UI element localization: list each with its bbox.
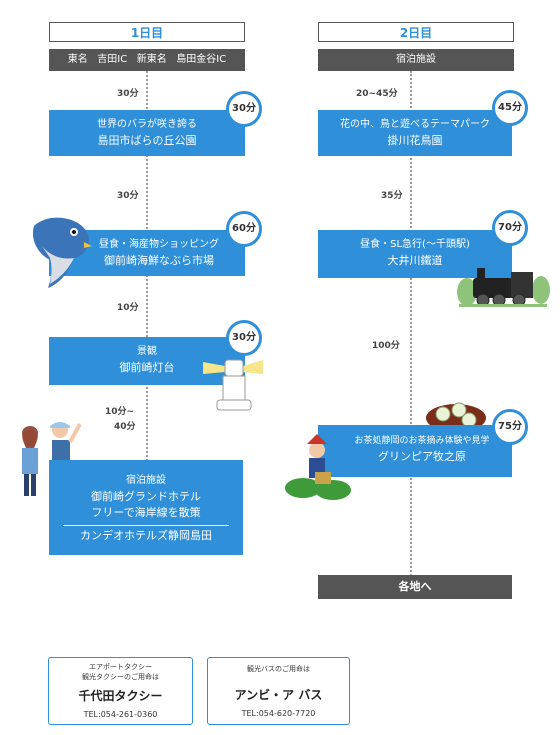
lighthouse-illustration — [203, 359, 263, 411]
day2-header: 2日目 — [318, 22, 514, 42]
stop-subtitle: お茶処静岡のお茶摘み体験や見学 — [354, 436, 490, 446]
day2-leg-duration: 20~45分 — [356, 89, 398, 99]
route-item: 東名 — [67, 54, 88, 65]
day1-header: 1日目 — [49, 22, 245, 42]
stay-duration-badge: 45分 — [492, 90, 528, 126]
stop-subtitle: 花の中、鳥と遊べるテーマパーク — [340, 119, 490, 130]
stop-title: グリンピア牧之原 — [378, 450, 466, 463]
tea-picker-illustration — [285, 434, 351, 500]
day1-leg-duration: 10分~ — [105, 407, 135, 417]
stop-subtitle: 昼食・海産物ショッピング — [99, 239, 219, 250]
tuna-fish-illustration — [32, 217, 92, 288]
contact-name: 千代田タクシー — [78, 689, 163, 703]
day2-route-line — [410, 71, 412, 576]
contact-name: アンビ・ア バス — [234, 688, 323, 702]
stay-duration-badge: 60分 — [226, 211, 262, 247]
day1-leg-duration: 10分 — [117, 303, 139, 313]
day2-leg-duration: 100分 — [372, 341, 400, 351]
contact-phone[interactable]: TEL:054-261-0360 — [83, 710, 158, 719]
stay-duration-badge: 30分 — [226, 91, 262, 127]
stay-duration-badge: 75分 — [492, 409, 528, 445]
taxi-contact-box: エアポートタクシー 観光タクシーのご用命は 千代田タクシー TEL:054-26… — [48, 657, 193, 725]
stop-title: 御前崎海鮮なぶら市場 — [104, 254, 214, 267]
day1-leg-duration: 40分 — [114, 422, 136, 432]
day2-stop-greenpia-makinohara[interactable]: お茶処静岡のお茶摘み体験や見学 グリンピア牧之原 — [318, 425, 512, 477]
stop-title-alt: カンデオホテルズ静岡島田 — [80, 529, 212, 542]
day1-stop-rose-park[interactable]: 世界のバラが咲き誇る 島田市ばらの丘公園 — [49, 110, 245, 156]
day1-leg-duration: 30分 — [117, 191, 139, 201]
day2-stop-kakegawa-kachoen[interactable]: 花の中、鳥と遊べるテーマパーク 掛川花鳥園 — [318, 110, 512, 156]
contact-note: エアポートタクシー — [89, 663, 152, 671]
stop-title: 御前崎灯台 — [119, 361, 175, 374]
stop-subtitle: 宿泊施設 — [126, 475, 166, 486]
stop-title: 大井川鐵道 — [387, 254, 443, 267]
stop-subtitle: 景観 — [137, 346, 157, 357]
stop-title: 掛川花鳥園 — [387, 134, 443, 147]
route-item: 島田金谷IC — [176, 54, 227, 65]
stop-note: フリーで海岸線を散策 — [91, 506, 201, 519]
day1-stop-hotel[interactable]: 宿泊施設 御前崎グランドホテル フリーで海岸線を散策 カンデオホテルズ静岡島田 — [49, 460, 243, 555]
route-item: 吉田IC — [97, 54, 128, 65]
day1-leg-duration: 30分 — [117, 89, 139, 99]
bus-contact-box: 観光バスのご用命は アンビ・ア バス TEL:054-620-7720 — [207, 657, 350, 725]
stay-duration-badge: 30分 — [226, 320, 262, 356]
steam-locomotive-illustration — [457, 268, 550, 307]
stop-subtitle: 世界のバラが咲き誇る — [97, 119, 197, 130]
route-item: 新東名 — [136, 54, 167, 65]
day2-start: 宿泊施設 — [318, 49, 514, 71]
contact-phone[interactable]: TEL:054-620-7720 — [241, 709, 316, 718]
stay-duration-badge: 70分 — [492, 210, 528, 246]
contact-note: 観光タクシーのご用命は — [82, 673, 159, 681]
day1-start-route: 東名 吉田IC 新東名 島田金谷IC — [49, 49, 245, 71]
contact-note: 観光バスのご用命は — [247, 665, 310, 673]
stop-title: 島田市ばらの丘公園 — [97, 134, 197, 147]
day2-end: 各地へ — [318, 575, 512, 599]
divider — [63, 525, 229, 526]
stop-title: 御前崎グランドホテル — [91, 490, 201, 503]
day2-leg-duration: 35分 — [381, 191, 403, 201]
day1-stop-omaezaki-lighthouse[interactable]: 景観 御前崎灯台 — [49, 337, 245, 385]
stop-subtitle: 昼食・SL急行(～千頭駅) — [360, 239, 470, 250]
